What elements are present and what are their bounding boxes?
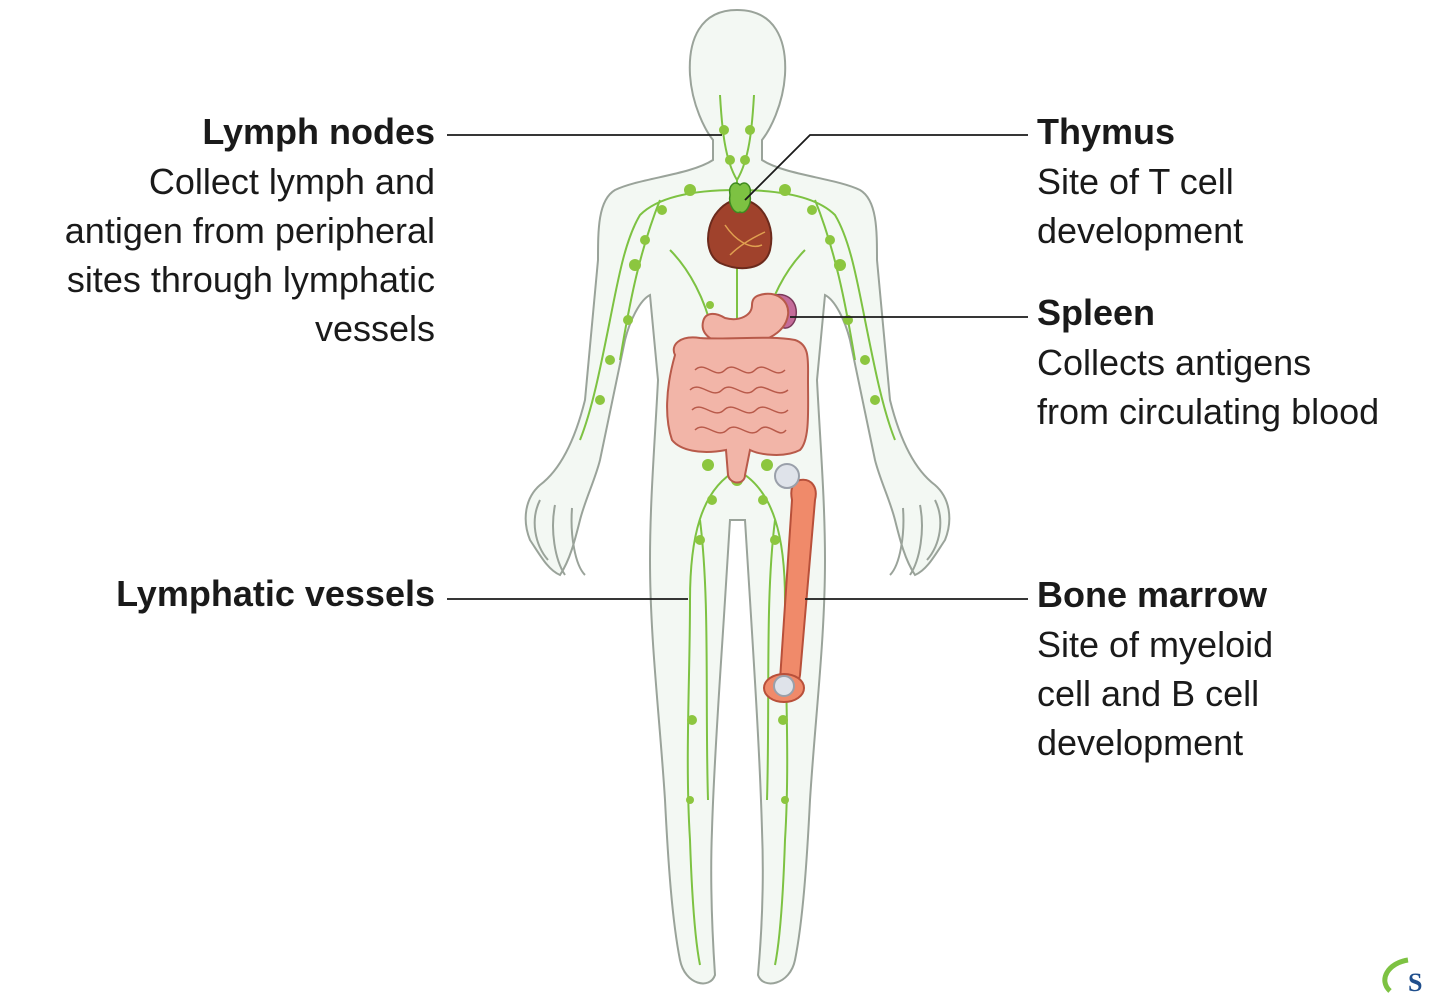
lymph-nodes-title: Lymph nodes <box>65 107 435 157</box>
thymus-desc-line: Site of T cell <box>1037 157 1243 206</box>
lymph-nodes-desc-line: vessels <box>65 304 435 353</box>
bone-marrow-title: Bone marrow <box>1037 570 1273 620</box>
logo-letter: S <box>1408 968 1422 995</box>
bone-marrow-desc-line: Site of myeloid <box>1037 620 1273 669</box>
label-lymphatic-vessels: Lymphatic vessels <box>116 569 435 619</box>
lymph-nodes-desc-line: antigen from peripheral <box>65 206 435 255</box>
label-lymph-nodes: Lymph nodes Collect lymph and antigen fr… <box>65 107 435 353</box>
bone-marrow-desc-line: development <box>1037 718 1273 767</box>
lymph-nodes-desc-line: Collect lymph and <box>65 157 435 206</box>
label-spleen: Spleen Collects antigens from circulatin… <box>1037 288 1379 436</box>
lymph-nodes-desc-line: sites through lymphatic <box>65 255 435 304</box>
bone-marrow-desc-line: cell and B cell <box>1037 669 1273 718</box>
spleen-title: Spleen <box>1037 288 1379 338</box>
publisher-logo: S <box>1378 955 1433 995</box>
body-silhouette <box>526 10 950 983</box>
lymphatic-vessels-title: Lymphatic vessels <box>116 569 435 619</box>
logo-swoosh <box>1385 960 1408 991</box>
spleen-desc-line: Collects antigens <box>1037 338 1379 387</box>
label-thymus: Thymus Site of T cell development <box>1037 107 1243 255</box>
thymus-desc-line: development <box>1037 206 1243 255</box>
thymus-title: Thymus <box>1037 107 1243 157</box>
label-bone-marrow: Bone marrow Site of myeloid cell and B c… <box>1037 570 1273 767</box>
spleen-desc-line: from circulating blood <box>1037 387 1379 436</box>
